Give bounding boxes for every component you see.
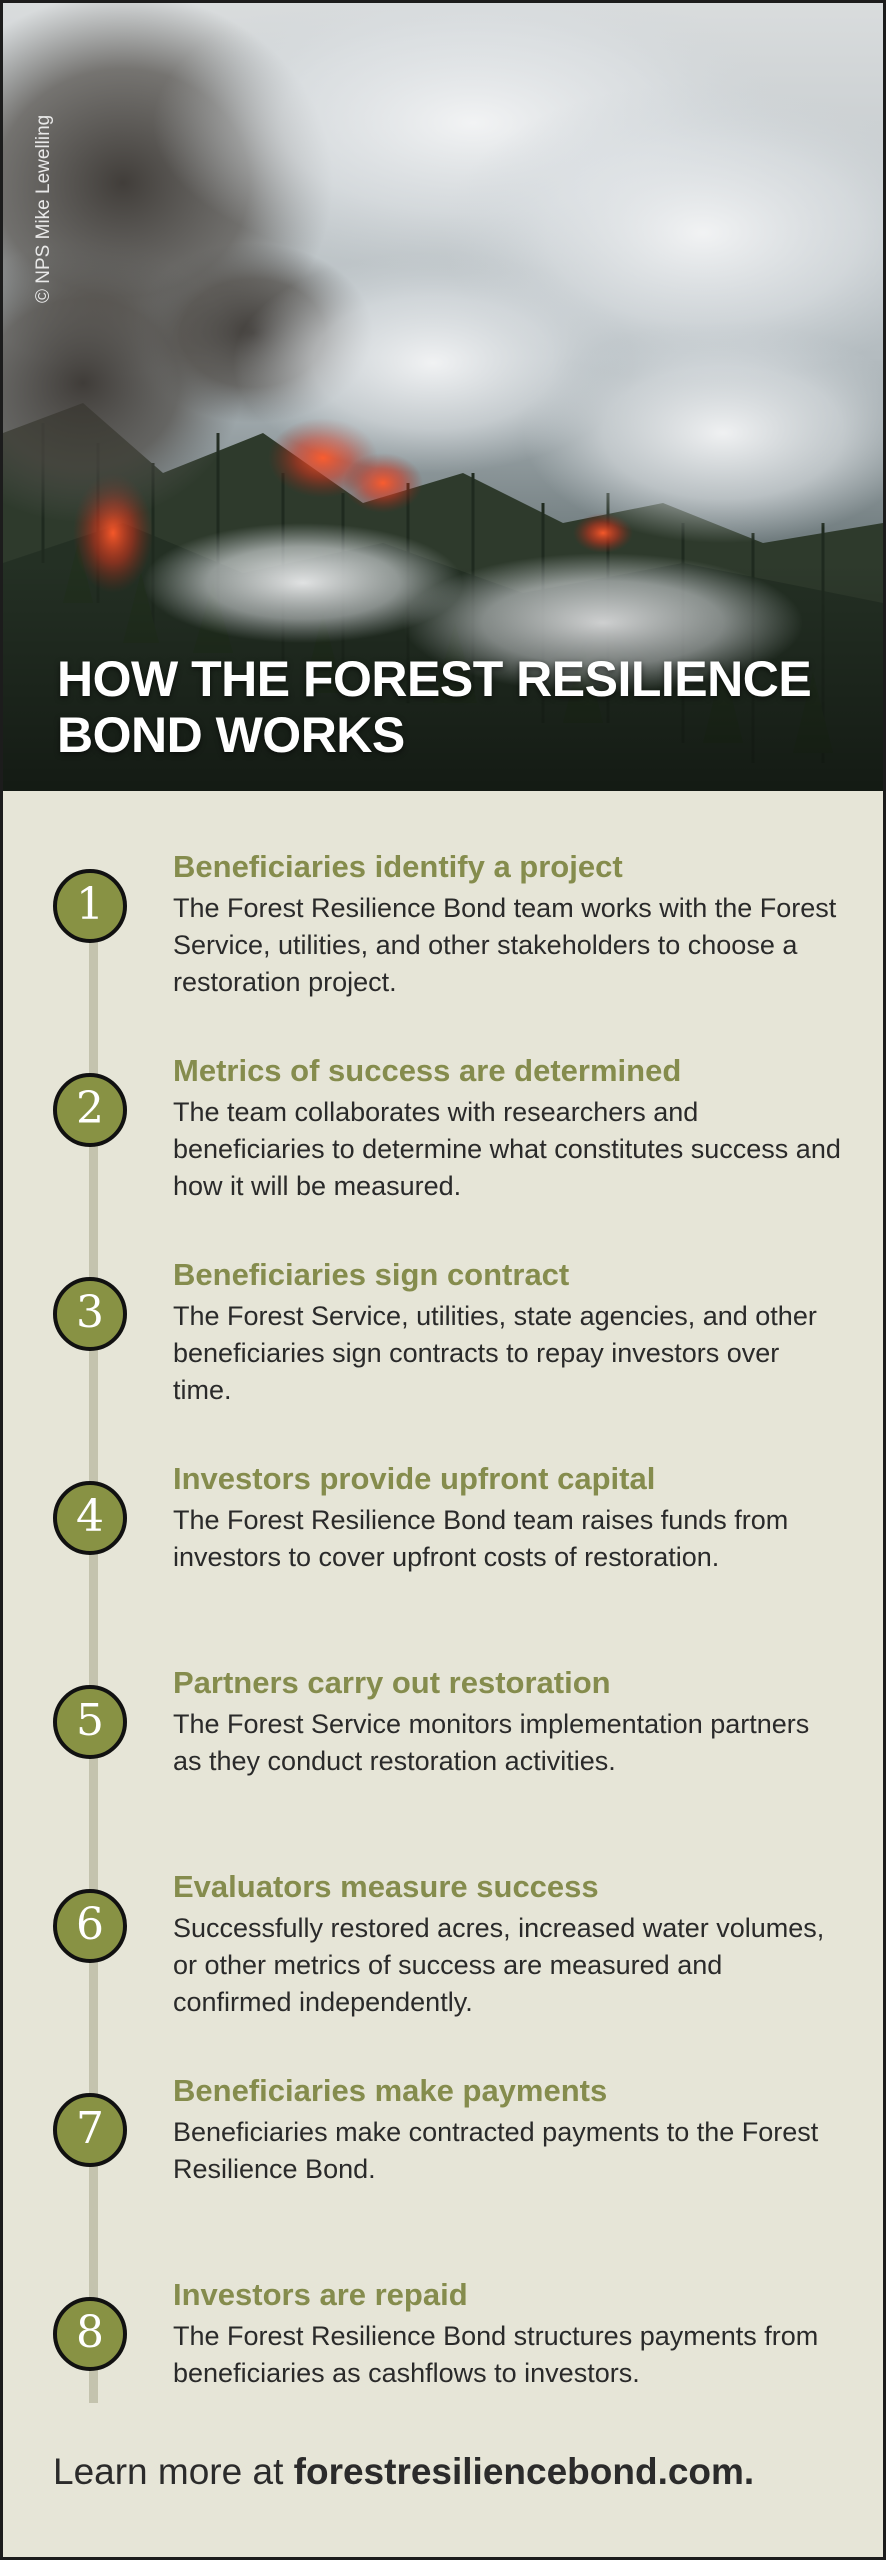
wildfire-smoke-illustration xyxy=(3,3,883,791)
step-description: Beneficiaries make contracted payments t… xyxy=(173,2117,819,2184)
step-description: The Forest Resilience Bond team raises f… xyxy=(173,1505,789,1572)
step-description: Successfully restored acres, increased w… xyxy=(173,1913,825,2017)
step-description: The Forest Service, utilities, state age… xyxy=(173,1301,817,1405)
step-number-badge: 2 xyxy=(53,1073,127,1147)
step-title: Beneficiaries make payments xyxy=(173,2073,608,2108)
step-description: The Forest Resilience Bond structures pa… xyxy=(173,2321,819,2388)
page-title: HOW THE FOREST RESILIENCE BOND WORKS xyxy=(57,651,857,763)
footer-prefix: Learn more at xyxy=(53,2451,294,2492)
timeline-line xyxy=(89,883,98,2403)
step-title: Evaluators measure success xyxy=(173,1869,599,1904)
step-title: Beneficiaries sign contract xyxy=(173,1257,570,1292)
step-title: Beneficiaries identify a project xyxy=(173,849,623,884)
step-description: The Forest Service monitors implementati… xyxy=(173,1709,810,1776)
step-number-badge: 8 xyxy=(53,2297,127,2371)
photo-credit: © NPS Mike Lewelling xyxy=(33,114,54,303)
step-number-badge: 4 xyxy=(53,1481,127,1555)
website-link[interactable]: forestresiliencebond.com. xyxy=(293,2451,755,2492)
step-number-badge: 3 xyxy=(53,1277,127,1351)
step-description: The team collaborates with researchers a… xyxy=(173,1097,841,1201)
footer-learn-more: Learn more at forestresiliencebond.com. xyxy=(53,2451,754,2493)
step-title: Metrics of success are determined xyxy=(173,1053,682,1088)
step-number-badge: 6 xyxy=(53,1889,127,1963)
step-number-badge: 7 xyxy=(53,2093,127,2167)
page-title-line-1: HOW THE FOREST RESILIENCE xyxy=(57,651,812,707)
step-description: The Forest Resilience Bond team works wi… xyxy=(173,893,837,997)
step-title: Investors are repaid xyxy=(173,2277,468,2312)
hero-photo: © NPS Mike Lewelling HOW THE FOREST RESI… xyxy=(3,3,883,791)
step-number-badge: 5 xyxy=(53,1685,127,1759)
step-title: Investors provide upfront capital xyxy=(173,1461,656,1496)
step-number-badge: 1 xyxy=(53,869,127,943)
page-title-line-2: BOND WORKS xyxy=(57,707,405,763)
step-title: Partners carry out restoration xyxy=(173,1665,611,1700)
